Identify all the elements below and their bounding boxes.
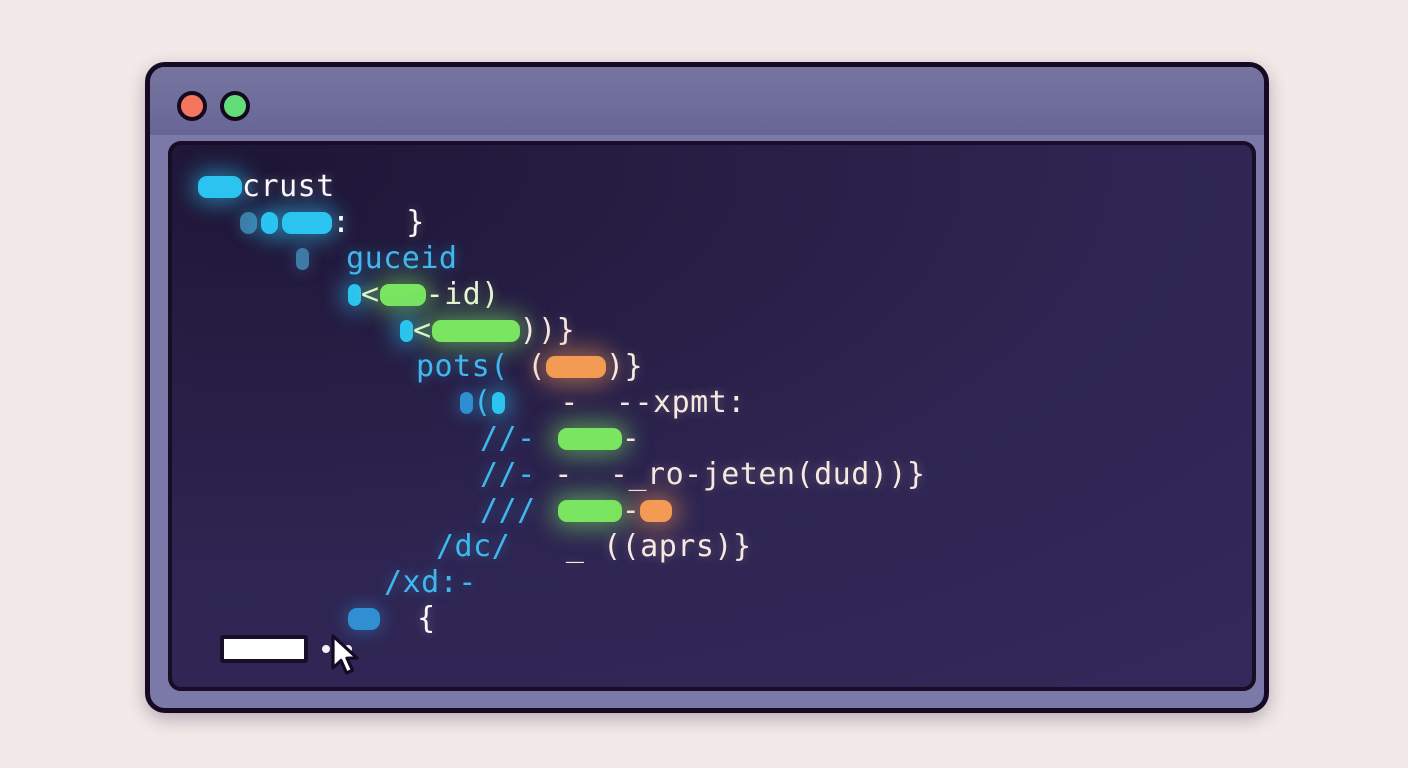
redacted-token-green — [379, 284, 426, 306]
editor-window: crust: } guceid<-id)<))}pots( ()}( - --x… — [145, 62, 1269, 713]
code-line[interactable]: < -id) — [198, 277, 1252, 313]
code-line[interactable]: /xd:- — [198, 565, 1252, 601]
code-token: < — [361, 277, 380, 312]
redacted-token-cyan — [491, 392, 505, 414]
code-token: - --xpmt: — [504, 385, 746, 420]
editor-status-row — [220, 635, 352, 663]
code-token: -id) — [425, 277, 500, 312]
code-token: ))} — [519, 313, 576, 348]
redacted-token-dcyan — [296, 248, 309, 270]
code-token: ( — [508, 349, 546, 384]
status-dot-2 — [344, 645, 352, 653]
status-dot-1 — [322, 645, 330, 653]
window-titlebar[interactable] — [150, 67, 1264, 135]
code-token: - -_ro-jeten(dud))} — [535, 457, 926, 492]
code-line[interactable]: //- - -_ro-jeten(dud))} — [198, 457, 1252, 493]
redacted-token-blue — [460, 392, 473, 414]
code-line[interactable]: /// - — [198, 493, 1252, 529]
code-line[interactable]: ( - --xpmt: — [198, 385, 1252, 421]
code-line[interactable]: //- - — [198, 421, 1252, 457]
code-token: crust — [242, 169, 335, 204]
code-token: //- — [480, 421, 536, 456]
code-token: /// — [480, 493, 536, 528]
code-token: //- — [480, 457, 536, 492]
code-token: /xd:- — [384, 565, 477, 600]
code-token: _ ((aprs)} — [510, 529, 752, 564]
redacted-token-green — [557, 500, 622, 522]
code-token: : } — [332, 205, 425, 240]
code-token: - — [621, 493, 641, 528]
redacted-token-cyan — [261, 212, 278, 234]
code-token: - — [621, 421, 641, 456]
code-line[interactable]: : } — [198, 205, 1252, 241]
redacted-token-cyan — [400, 320, 413, 342]
code-token: { — [380, 601, 436, 636]
redacted-token-green — [557, 428, 622, 450]
code-token: ( — [473, 385, 492, 420]
code-token: /dc/ — [436, 529, 511, 564]
redacted-token-cyan — [282, 212, 332, 234]
code-line[interactable]: /dc/ _ ((aprs)} — [198, 529, 1252, 565]
maximize-button[interactable] — [220, 91, 250, 121]
code-token: )} — [605, 349, 644, 384]
redacted-token-orange — [640, 500, 673, 522]
redacted-token-cyan — [348, 284, 361, 306]
redacted-token-green — [431, 320, 520, 342]
window-controls — [177, 91, 250, 121]
close-button[interactable] — [177, 91, 207, 121]
status-input-field[interactable] — [220, 635, 308, 663]
redacted-token-cyan — [198, 176, 242, 198]
code-token: pots( — [416, 349, 509, 384]
redacted-token-dcyan — [240, 212, 257, 234]
code-lines[interactable]: crust: } guceid<-id)<))}pots( ()}( - --x… — [172, 145, 1252, 687]
redacted-token-orange — [545, 356, 606, 378]
code-line[interactable]: <))} — [198, 313, 1252, 349]
code-editor-canvas[interactable]: crust: } guceid<-id)<))}pots( ()}( - --x… — [168, 141, 1256, 691]
code-line[interactable]: { — [198, 601, 1252, 637]
code-line[interactable]: pots( ()} — [198, 349, 1252, 385]
code-line[interactable]: crust — [198, 169, 1252, 205]
code-line[interactable]: guceid — [198, 241, 1252, 277]
code-token: < — [413, 313, 432, 348]
redacted-token-blue — [348, 608, 380, 630]
code-token: guceid — [309, 241, 458, 276]
